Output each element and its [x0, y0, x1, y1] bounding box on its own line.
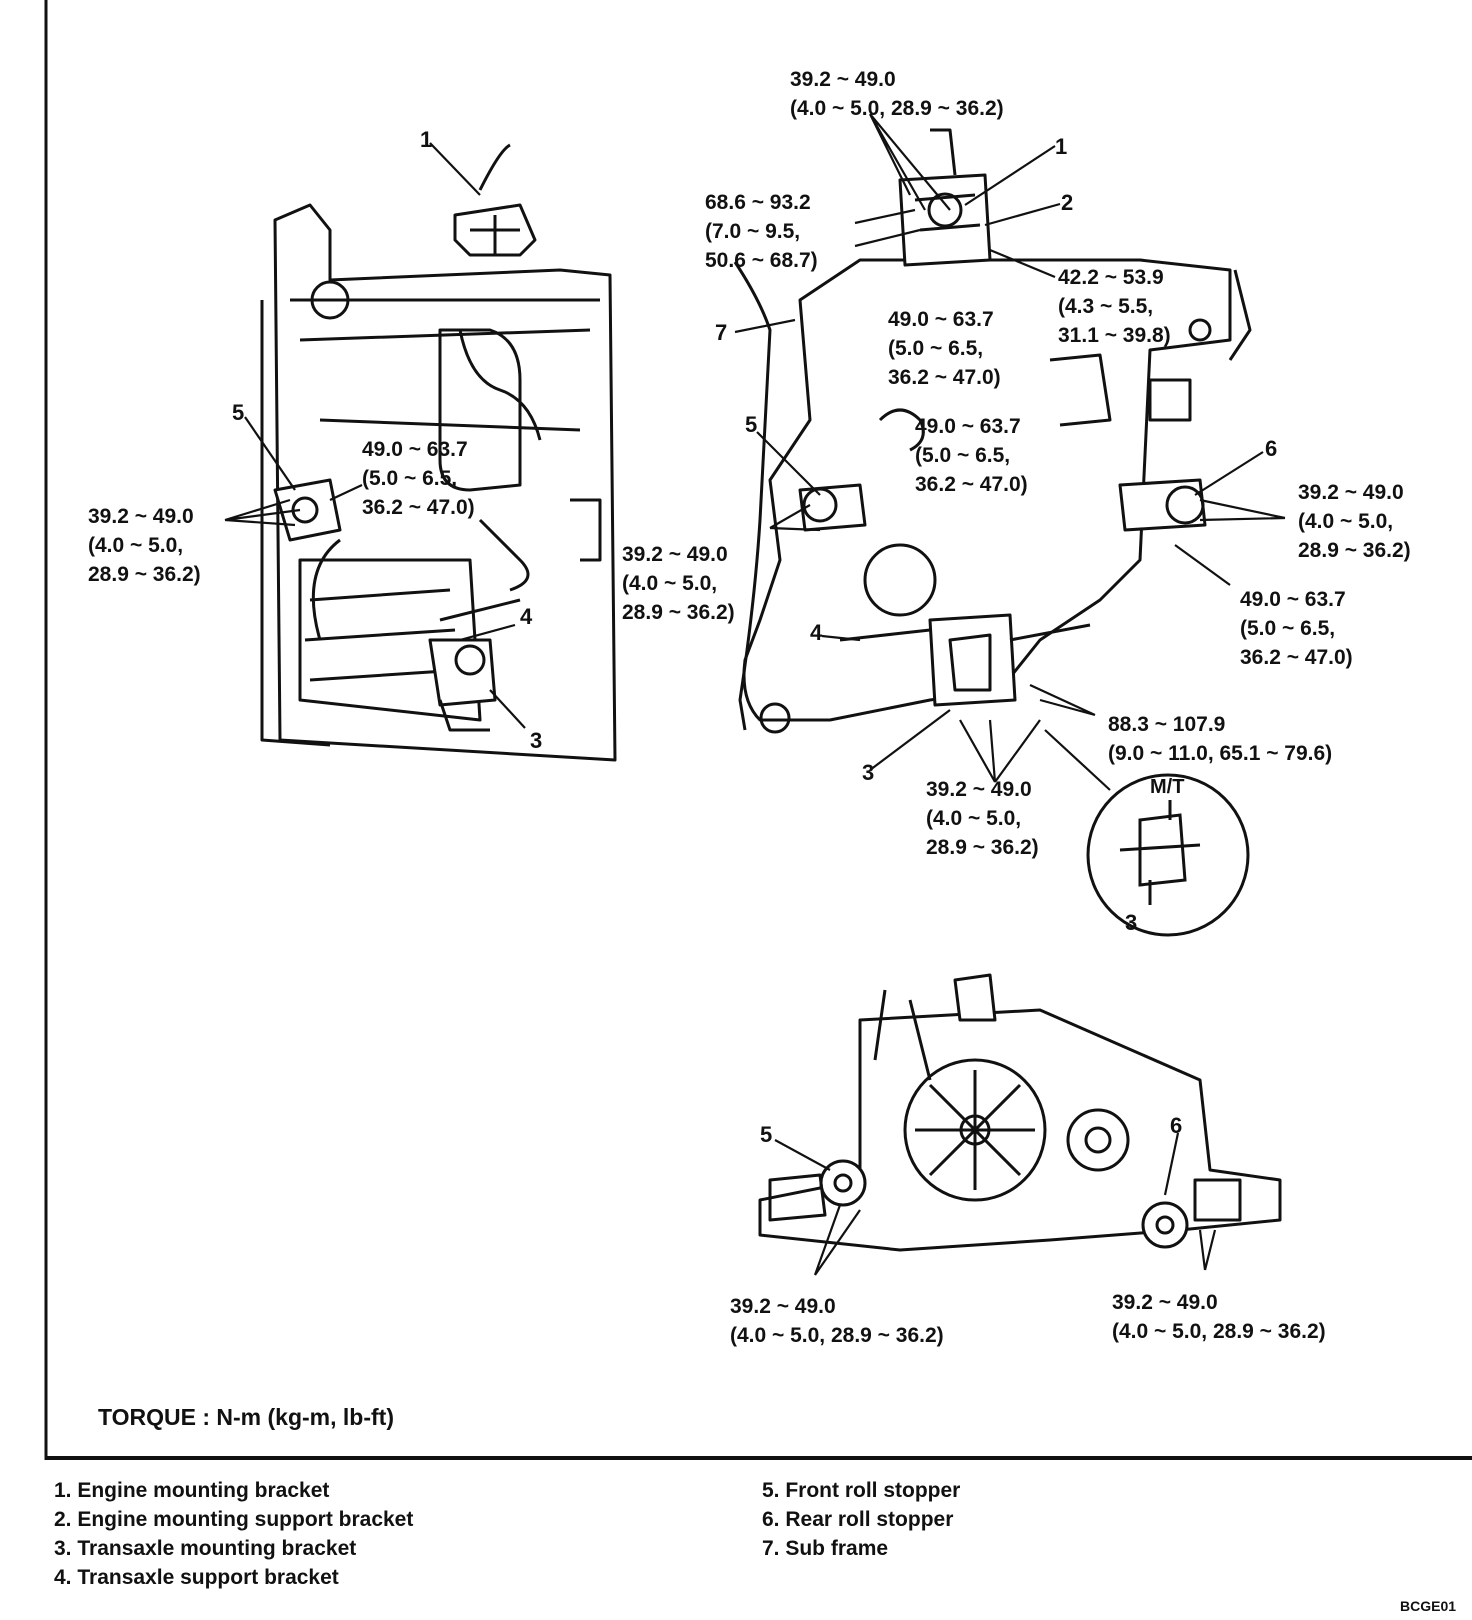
torque-label-top-1: 39.2 ~ 49.0(4.0 ~ 5.0, 28.9 ~ 36.2): [790, 68, 1004, 120]
legend-item: 2. Engine mounting support bracket: [54, 1508, 414, 1531]
torque-label-right-6b: 49.0 ~ 63.7(5.0 ~ 6.5,36.2 ~ 47.0): [1240, 588, 1353, 669]
torque-label-transaxle: 88.3 ~ 107.9(9.0 ~ 11.0, 65.1 ~ 79.6): [1108, 713, 1333, 765]
torque-label-top-5: 49.0 ~ 63.7(5.0 ~ 6.5,36.2 ~ 47.0): [915, 415, 1028, 496]
top-right-subframe-view: [733, 128, 1252, 734]
callout-number: 3: [862, 760, 875, 785]
legend-item: 4. Transaxle support bracket: [54, 1566, 339, 1589]
callout-number: 5: [232, 400, 245, 425]
figure-code: BCGE01: [1400, 1598, 1457, 1614]
leader-lines: [224, 113, 1286, 1276]
legend-right-column: 5. Front roll stopper 6. Rear roll stopp…: [762, 1476, 960, 1563]
callout-number: 4: [520, 604, 533, 629]
legend-item: 3. Transaxle mounting bracket: [54, 1537, 357, 1560]
mt-inset: [1086, 773, 1250, 937]
legend-item: 7. Sub frame: [762, 1537, 889, 1560]
legend-left-column: 1. Engine mounting bracket 2. Engine mou…: [54, 1476, 413, 1592]
inset-title: M/T: [1150, 776, 1185, 798]
legend-item: 6. Rear roll stopper: [762, 1508, 954, 1531]
callout-number: 1: [1055, 134, 1068, 159]
callout-number: 5: [760, 1122, 773, 1147]
torque-label-left-center: 49.0 ~ 63.7(5.0 ~ 6.5,36.2 ~ 47.0): [362, 438, 475, 519]
torque-label-left-5: 39.2 ~ 49.0(4.0 ~ 5.0,28.9 ~ 36.2): [88, 505, 201, 586]
torque-label-right-6: 39.2 ~ 49.0(4.0 ~ 5.0,28.9 ~ 36.2): [1298, 481, 1411, 562]
callout-number: 3: [530, 728, 543, 753]
callout-number: 6: [1170, 1113, 1183, 1138]
torque-label-top-2: 68.6 ~ 93.2(7.0 ~ 9.5,50.6 ~ 68.7): [705, 191, 818, 272]
torque-label-mid-5: 39.2 ~ 49.0(4.0 ~ 5.0,28.9 ~ 36.2): [622, 543, 735, 624]
callout-number: 6: [1265, 436, 1278, 461]
torque-units-note: TORQUE : N-m (kg-m, lb-ft): [98, 1404, 394, 1430]
torque-label-bottom-5: 39.2 ~ 49.0(4.0 ~ 5.0, 28.9 ~ 36.2): [730, 1295, 944, 1347]
legend-item: 1. Engine mounting bracket: [54, 1479, 330, 1502]
bottom-transaxle-view: [758, 973, 1282, 1252]
left-engine-view: [260, 143, 617, 762]
torque-label-top-4: 49.0 ~ 63.7(5.0 ~ 6.5,36.2 ~ 47.0): [888, 308, 1001, 389]
torque-label-top-3: 42.2 ~ 53.9(4.3 ~ 5.5,31.1 ~ 39.8): [1058, 266, 1171, 347]
callout-number: 3: [1125, 910, 1138, 935]
callout-number: 7: [715, 320, 728, 345]
callout-number: 1: [420, 127, 433, 152]
legend-item: 5. Front roll stopper: [762, 1479, 961, 1502]
callout-number: 2: [1061, 190, 1074, 215]
callout-number: 5: [745, 412, 758, 437]
torque-label-bottom-3: 39.2 ~ 49.0(4.0 ~ 5.0,28.9 ~ 36.2): [926, 778, 1039, 859]
callout-number: 4: [810, 620, 823, 645]
torque-label-bottom-6: 39.2 ~ 49.0(4.0 ~ 5.0, 28.9 ~ 36.2): [1112, 1291, 1326, 1343]
